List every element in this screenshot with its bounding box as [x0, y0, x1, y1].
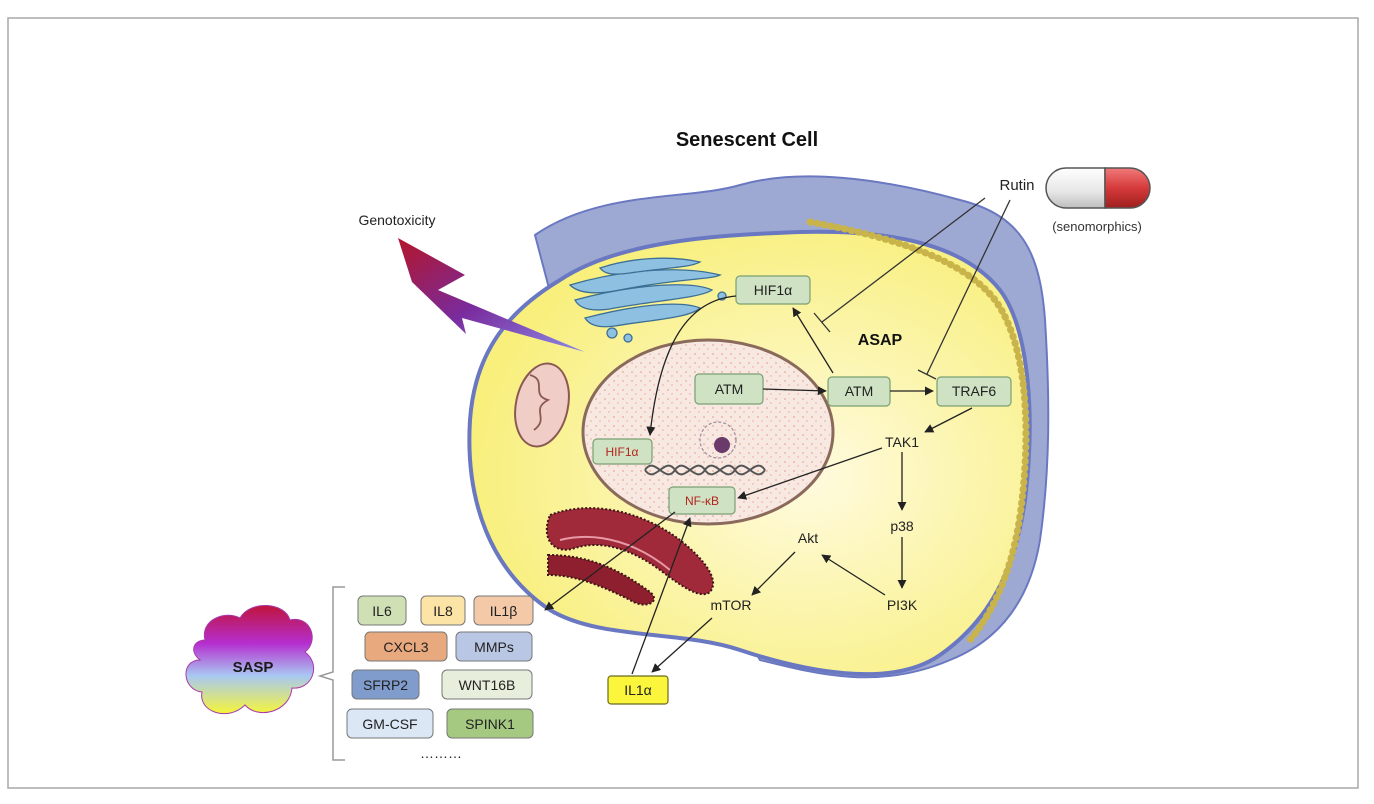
sasp-factor-box: SPINK1 [446, 708, 534, 739]
asap-label: ASAP [858, 332, 903, 349]
hif1a-nucleus-box: HIF1α [592, 438, 653, 465]
sasp-factor-box: MMPs [455, 631, 533, 662]
membrane-bead-chain [806, 218, 1030, 644]
svg-text:TRAF6: TRAF6 [952, 383, 997, 399]
svg-text:HIF1α: HIF1α [606, 445, 639, 459]
sasp-factor-label: GM-CSF [362, 716, 417, 732]
svg-text:HIF1α: HIF1α [754, 282, 792, 298]
akt-label: Akt [798, 530, 818, 546]
sasp-bracket [317, 586, 345, 761]
endoplasmic-reticulum-icon [545, 507, 715, 606]
sasp-factor-label: SPINK1 [465, 716, 515, 732]
sasp-factor-label: IL8 [433, 603, 453, 619]
sasp-factor-label: IL1β [490, 603, 518, 619]
sasp-factor-box: WNT16B [441, 669, 533, 700]
pathway-arrows [544, 295, 973, 675]
sasp-factor-box: SFRP2 [351, 669, 420, 700]
tak1-label: TAK1 [885, 434, 919, 450]
genotoxicity-bolt-icon [398, 238, 585, 352]
sasp-factor-box: IL1β [473, 595, 534, 626]
nfkb-box: NF-κB [668, 486, 736, 515]
sasp-factor-label: WNT16B [459, 677, 516, 693]
senomorphics-label: (senomorphics) [1052, 219, 1142, 234]
rutin-inhibition-lines [813, 197, 1011, 380]
sasp-factor-box: CXCL3 [364, 631, 448, 662]
p38-label: p38 [890, 518, 914, 534]
diagram-title: Senescent Cell [676, 129, 818, 151]
sasp-factor-label: CXCL3 [383, 639, 428, 655]
hif1a-cytoplasm-box: HIF1α [735, 275, 811, 305]
mtor-label: mTOR [711, 597, 752, 613]
svg-text:ATM: ATM [845, 383, 874, 399]
genotoxicity-label: Genotoxicity [358, 212, 435, 228]
sasp-label: SASP [233, 659, 274, 676]
atm-nucleus-box: ATM [694, 373, 764, 405]
sasp-cloud-icon: SASP [185, 605, 315, 715]
atm-cytoplasm-box: ATM [827, 376, 891, 407]
sasp-factor-box: IL6 [357, 595, 407, 626]
capsule-pill-icon [1045, 167, 1151, 209]
rutin-label: Rutin [999, 177, 1034, 194]
sasp-factor-box: GM-CSF [346, 708, 434, 739]
svg-text:IL1α: IL1α [624, 682, 652, 698]
sasp-factor-label: MMPs [474, 639, 514, 655]
sasp-factor-box: IL8 [420, 595, 466, 626]
sasp-factor-label: SFRP2 [363, 677, 408, 693]
svg-text:NF-κB: NF-κB [685, 494, 719, 508]
golgi-icon [568, 257, 727, 343]
sasp-factor-label: IL6 [372, 603, 392, 619]
traf6-box: TRAF6 [936, 376, 1012, 407]
mitochondrion-icon [514, 362, 570, 448]
il1a-box: IL1α [607, 675, 669, 705]
svg-text:ATM: ATM [715, 381, 744, 397]
sasp-more-ellipsis: ……… [420, 745, 462, 761]
pi3k-label: PI3K [887, 597, 918, 613]
nucleus [581, 338, 835, 526]
